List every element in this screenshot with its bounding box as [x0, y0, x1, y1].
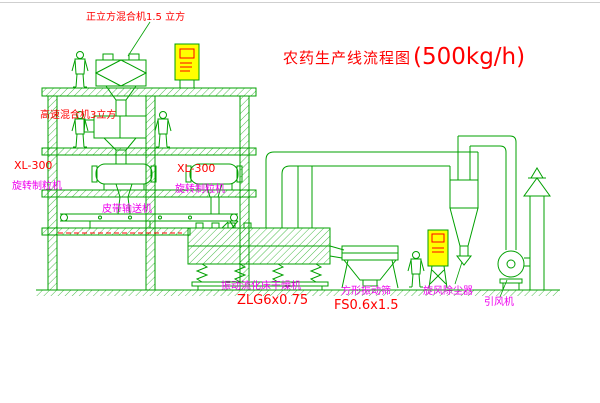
person-figure-floor2-right	[154, 111, 172, 148]
high-speed-mixer	[83, 115, 147, 164]
label-belt-conveyor: 皮带输送机	[102, 204, 152, 215]
label-cubic-mixer: 正立方混合机1.5 立方	[86, 12, 186, 23]
belt-conveyor-drawing	[60, 213, 239, 229]
granulator-left	[91, 163, 157, 215]
control-panel-roof	[174, 43, 200, 88]
exhaust-stack	[523, 167, 551, 290]
label-sieve-model: FS0.6x1.5	[334, 298, 399, 313]
control-panel-floor	[427, 229, 449, 289]
exhaust-duct	[265, 151, 479, 228]
label-dryer-model: ZLG6x0.75	[237, 293, 309, 308]
label-fan: 引风机	[484, 297, 514, 308]
label-granulator-left-model: XL-300	[14, 159, 53, 172]
label-dryer-name: 振动流化床干燥机	[221, 281, 301, 292]
cubic-mixer	[94, 53, 148, 116]
label-granulator-mid-name: 旋转制粒机	[175, 184, 225, 195]
drawing-title: 农药生产线流程图 (500kg/h)	[283, 44, 525, 70]
granulator-mid	[185, 163, 243, 214]
person-figure-roof	[71, 51, 89, 88]
label-granulator-mid-model: XL-300	[177, 162, 216, 175]
title-text: 农药生产线流程图	[283, 48, 412, 67]
label-high-speed-mixer: 高速混合机3立方	[40, 110, 117, 121]
induced-draft-fan-drawing	[497, 250, 530, 290]
cyclone-drawing	[449, 136, 479, 266]
fan-suction-pipe	[458, 135, 517, 250]
title-capacity: (500kg/h)	[413, 44, 526, 70]
person-figure-ground	[407, 251, 425, 288]
drawing-frame-line	[0, 2, 600, 3]
label-cyclone: 旋风除尘器	[423, 286, 473, 297]
fluid-bed-dryer-drawing	[187, 222, 331, 290]
label-granulator-left-name: 旋转制粒机	[12, 181, 62, 192]
leader-lines	[127, 21, 508, 298]
vibrating-sieve-drawing	[329, 245, 399, 289]
label-sieve-name: 方形振动筛	[341, 286, 391, 297]
